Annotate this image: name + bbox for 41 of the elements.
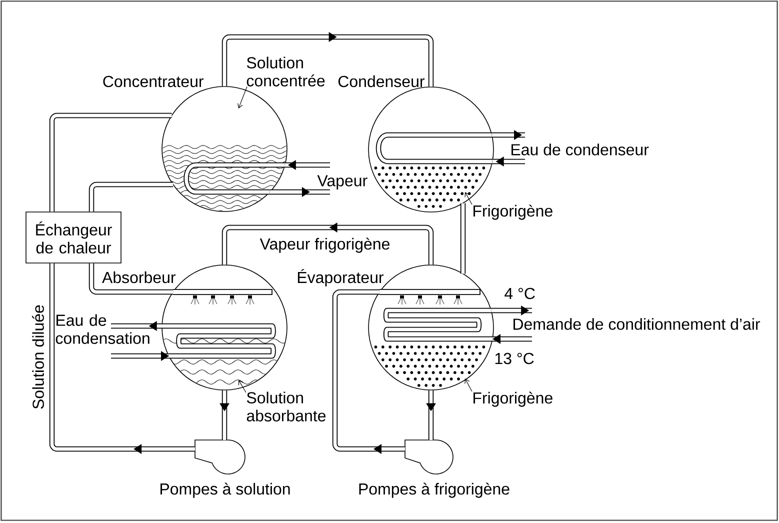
pipe: [332, 289, 405, 454]
pipe: [426, 390, 436, 440]
leader-line: [238, 380, 246, 393]
pump-label: Pompes à frigorigène: [359, 482, 510, 498]
pipe: [222, 32, 434, 87]
process-box: Échangeur de chaleur: [26, 212, 122, 264]
edge-label: 4 °C: [503, 286, 536, 300]
pipe: [222, 222, 434, 265]
pump-label: Pompes à solution: [160, 482, 290, 498]
edge-label: Vapeur frigorigène: [258, 236, 392, 254]
pipe: [270, 187, 330, 197]
flow-label: Eau de condenseur: [512, 144, 649, 156]
edge-label: 13 °C: [493, 352, 536, 366]
pipe: [111, 321, 162, 331]
flow-label: Eau de condensation: [56, 314, 150, 344]
pipe: [492, 334, 532, 344]
pipe: [88, 263, 174, 295]
tank-label: Concentrateur: [103, 76, 204, 88]
leader-line: [464, 378, 472, 392]
tank-label: Condenseur: [338, 75, 425, 88]
pipe: [492, 130, 525, 140]
pipe: [220, 390, 230, 440]
leader-line: [238, 86, 248, 108]
leader-line: [464, 192, 472, 205]
pipe: [492, 156, 525, 166]
tank-label: Évaporateur: [298, 269, 384, 286]
callout-label: Solution absorbante: [246, 392, 326, 422]
callout-label: Frigorigène: [474, 204, 552, 220]
callout-label: Frigorigène: [474, 392, 552, 407]
pipe: [49, 112, 172, 212]
tank-label: Absorbeur: [102, 271, 176, 284]
pipe: [49, 263, 195, 454]
flow-label: Vapeur: [317, 175, 368, 190]
pipe: [88, 182, 174, 212]
pipe: [111, 351, 169, 361]
callout-label: Solution concentrée: [246, 56, 325, 86]
pipe: [460, 203, 466, 274]
pipe: [284, 160, 330, 170]
flow-label: Demande de conditionnement d’air: [514, 318, 760, 330]
pipe: [491, 306, 532, 316]
edge-label: Solution diluée: [31, 304, 45, 410]
